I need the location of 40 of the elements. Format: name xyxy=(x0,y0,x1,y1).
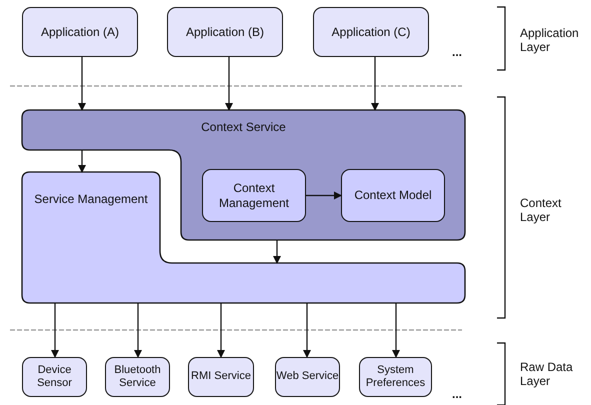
arrow xyxy=(78,150,86,173)
ellipsis: ... xyxy=(452,387,462,402)
arrow xyxy=(217,303,225,358)
arrow xyxy=(273,240,281,264)
box-label: Application (B) xyxy=(186,24,264,40)
process-box xyxy=(341,169,445,222)
arrow xyxy=(51,303,59,358)
box-label: Context Model xyxy=(354,188,432,203)
layer-component-shape xyxy=(22,172,465,303)
box-label: Context Management xyxy=(218,181,290,210)
data-source-box xyxy=(359,357,432,397)
process-box xyxy=(22,7,138,57)
layer-label: Application Layer xyxy=(520,26,580,55)
box-label: System Preferences xyxy=(364,364,426,390)
arrow xyxy=(371,57,379,111)
box-label: Application (A) xyxy=(40,24,120,40)
arrow xyxy=(303,303,311,358)
ellipsis: ... xyxy=(452,45,462,60)
layer-label: Context Layer xyxy=(520,196,562,225)
arrow xyxy=(78,57,86,111)
arrow xyxy=(306,192,342,200)
arrow xyxy=(134,303,142,358)
process-box xyxy=(202,169,306,222)
arrow xyxy=(392,303,400,358)
box-label: Web Service xyxy=(276,370,339,384)
arrow xyxy=(225,57,233,111)
layer-label: Raw Data Layer xyxy=(520,360,574,389)
process-box xyxy=(167,7,283,57)
box-label: RMI Service xyxy=(191,370,251,384)
data-source-box xyxy=(188,357,254,397)
data-source-box xyxy=(275,357,340,397)
box-label: Service Management xyxy=(33,192,149,206)
box-label: Bluetooth Service xyxy=(113,364,162,390)
layer-component-shape xyxy=(22,110,465,240)
data-source-box xyxy=(22,357,87,397)
process-box xyxy=(313,7,429,57)
box-label: Application (C) xyxy=(332,24,410,40)
box-label: Context Service xyxy=(200,120,287,134)
data-source-box xyxy=(105,357,170,397)
box-label: Device Sensor xyxy=(36,364,73,390)
